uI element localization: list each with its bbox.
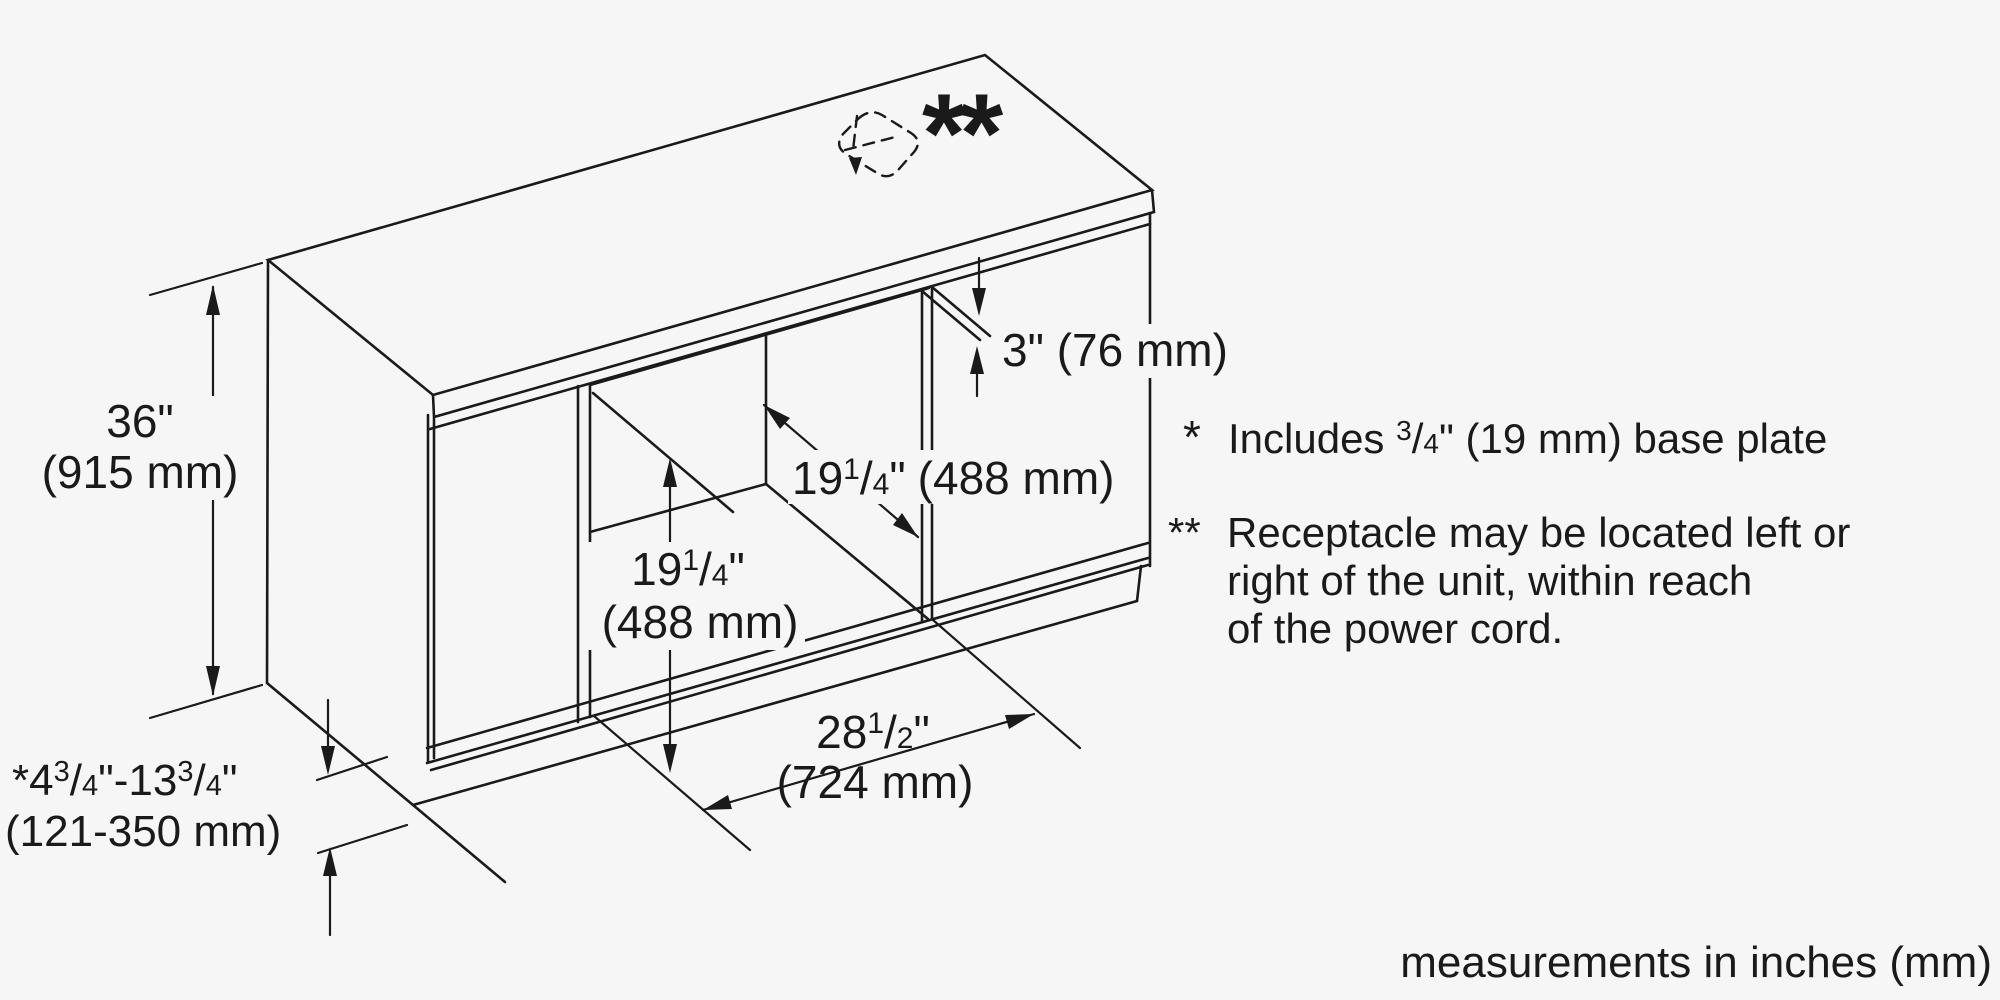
dim-cutout-height: 191/4" (488 mm) xyxy=(580,458,805,773)
dim-cutout-width: 281/2" (724 mm) xyxy=(592,618,1082,852)
svg-text:of the power cord.: of the power cord. xyxy=(1227,605,1563,652)
svg-text:*: * xyxy=(1183,411,1201,463)
svg-text:Receptacle may be located left: Receptacle may be located left or xyxy=(1227,509,1850,556)
svg-text:(488 mm): (488 mm) xyxy=(602,596,799,648)
svg-text:**: ** xyxy=(1168,509,1201,556)
dim-toe-kick-height: *43/4"-133/4" (121-350 mm) xyxy=(5,698,409,937)
svg-text:(121-350 mm): (121-350 mm) xyxy=(5,807,281,856)
dim-countertop-gap: 3" (76 mm) xyxy=(970,256,1242,398)
receptacle-dashed-box xyxy=(838,111,919,178)
dim-cutout-depth: 191/4"(488 mm) xyxy=(762,403,1128,539)
toe-kick-outline xyxy=(411,564,1143,807)
svg-text:281/2": 281/2" xyxy=(816,706,930,758)
note-receptacle: ** Receptacle may be located left or rig… xyxy=(1168,509,1850,652)
receptacle-marker: ** xyxy=(922,71,1004,196)
svg-text:right of the unit, within reac: right of the unit, within reach xyxy=(1227,557,1752,604)
cutout-opening-outline xyxy=(576,285,992,724)
footer-note: measurements in inches (mm) xyxy=(1400,938,1992,987)
svg-text:191/4": 191/4" xyxy=(631,543,745,595)
svg-text:36": 36" xyxy=(106,395,174,447)
note-base-plate: * Includes 3/4" (19 mm) base plate xyxy=(1183,411,1827,463)
svg-text:191/4"(488 mm): 191/4"(488 mm) xyxy=(792,452,1114,504)
svg-text:Includes 3/4" (19 mm) base pla: Includes 3/4" (19 mm) base plate xyxy=(1228,415,1827,462)
countertop-outline xyxy=(265,53,1156,419)
svg-text:3" (76 mm): 3" (76 mm) xyxy=(1002,324,1228,376)
svg-text:(915 mm): (915 mm) xyxy=(42,446,239,498)
svg-text:*43/4"-133/4": *43/4"-133/4" xyxy=(12,756,237,805)
dim-cabinet-height: 36" (915 mm) xyxy=(40,261,264,720)
svg-text:(724 mm): (724 mm) xyxy=(777,756,974,808)
